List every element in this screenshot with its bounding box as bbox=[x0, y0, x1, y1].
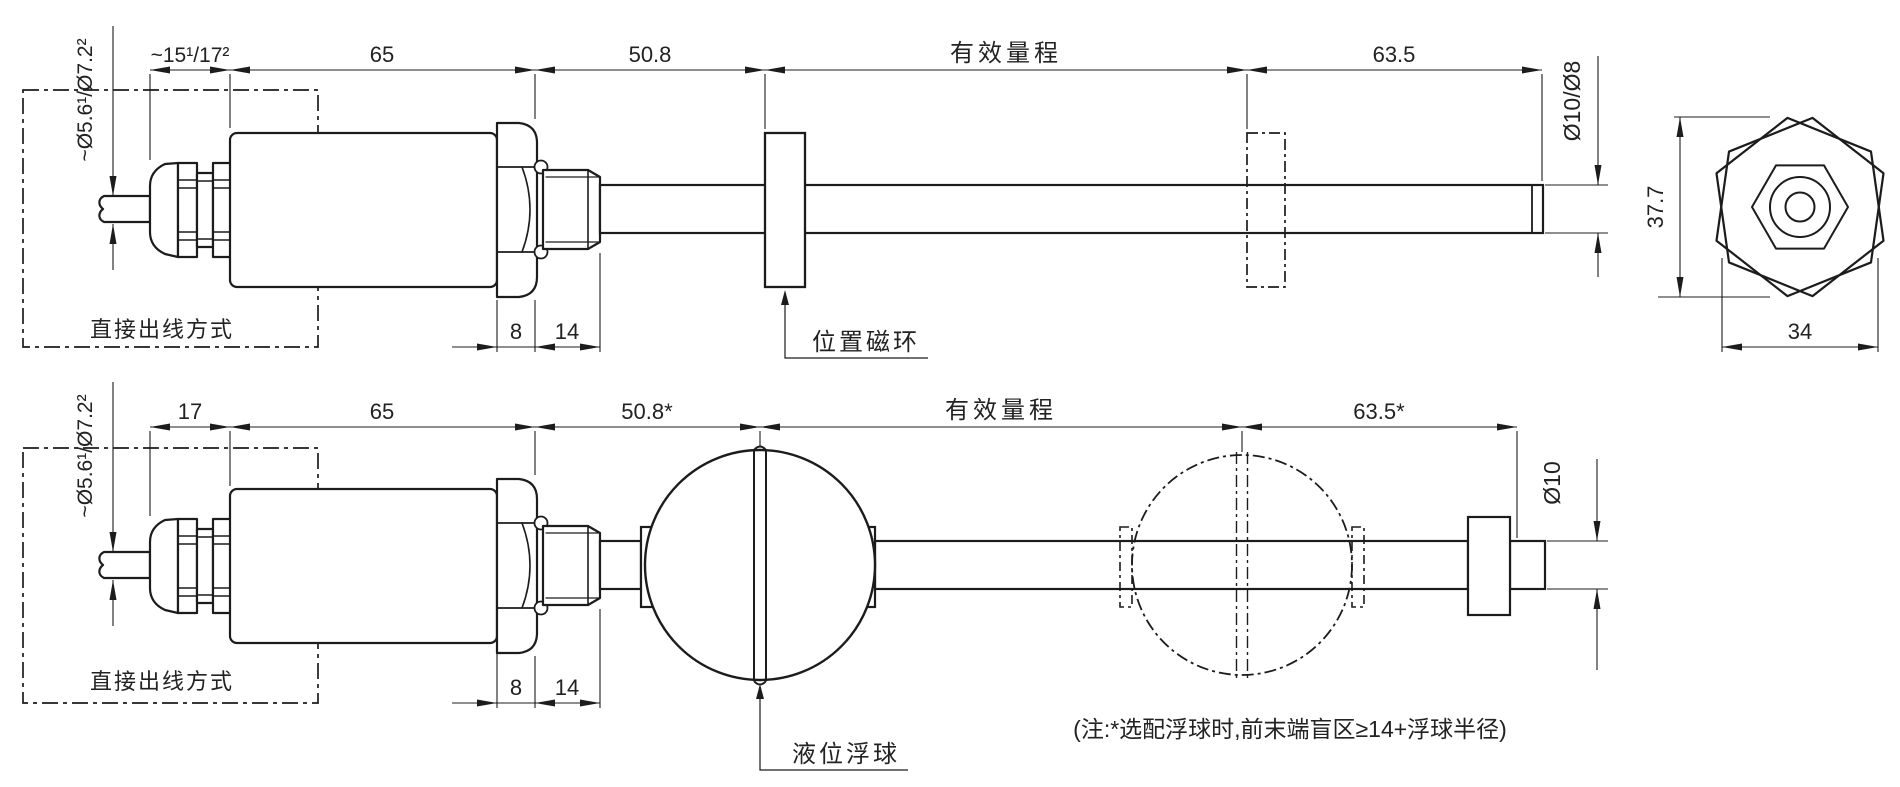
phantom-stop-right bbox=[1351, 526, 1365, 608]
hex-outline-2 bbox=[1715, 116, 1885, 298]
end-collar bbox=[1466, 515, 1512, 617]
position-magnet-ring bbox=[763, 131, 807, 289]
dim-front-blind-top: 50.8 bbox=[629, 42, 672, 67]
dim-cable-dia-top: ~Ø5.6¹/Ø7.2² bbox=[74, 38, 97, 161]
dim-thread-length-bottom: 14 bbox=[555, 675, 579, 700]
dim-effective-range-bottom: 有效量程 bbox=[945, 397, 1057, 424]
sensor-head-bottom bbox=[98, 477, 602, 655]
ring-label: 位置磁环 bbox=[812, 329, 920, 356]
dim-housing-length-bottom: 65 bbox=[370, 399, 394, 424]
dim-thread-length-top: 14 bbox=[555, 319, 579, 344]
dim-across-flats: 34 bbox=[1788, 319, 1812, 344]
dim-hex-thickness-bottom: 8 bbox=[510, 675, 522, 700]
dim-rod-dia-bottom: Ø10 bbox=[1539, 461, 1565, 504]
outlet-label-bottom: 直接出线方式 bbox=[90, 669, 234, 694]
bottom-view: 17 65 50.8* 有效量程 63.5* 8 14 ~Ø5.6¹/Ø7.2²… bbox=[22, 382, 1608, 771]
end-view: 37.7 34 bbox=[1643, 116, 1885, 352]
sensor-rod bbox=[598, 183, 1545, 235]
rod-segment-1 bbox=[598, 539, 643, 591]
float-label: 液位浮球 bbox=[792, 741, 900, 768]
dim-hex-thickness-top: 8 bbox=[510, 319, 522, 344]
thread-circle bbox=[1769, 176, 1831, 238]
dim-across-corners: 37.7 bbox=[1643, 186, 1668, 229]
outlet-label-top: 直接出线方式 bbox=[90, 317, 234, 342]
float-leader bbox=[756, 684, 908, 771]
dim-housing-length-top: 65 bbox=[370, 42, 394, 67]
rod-end-stub bbox=[1508, 539, 1547, 591]
rod-hole bbox=[1784, 191, 1816, 223]
position-magnet-ring-phantom bbox=[1246, 132, 1286, 288]
inner-hex bbox=[1751, 164, 1849, 250]
float-note: (注:*选配浮球时,前末端盲区≥14+浮球半径) bbox=[1073, 716, 1507, 742]
sensor-head-top bbox=[98, 121, 602, 299]
dim-gland-length-bottom: 17 bbox=[178, 399, 202, 424]
dim-end-blind-bottom: 63.5* bbox=[1353, 399, 1405, 424]
phantom-stop-left bbox=[1119, 526, 1133, 608]
rod-segment-2 bbox=[873, 539, 1470, 591]
dim-effective-range-top: 有效量程 bbox=[950, 40, 1062, 67]
float-ball bbox=[643, 448, 877, 682]
dim-rod-dia-top: Ø10/Ø8 bbox=[1559, 61, 1585, 142]
dim-front-blind-bottom: 50.8* bbox=[621, 399, 673, 424]
dim-gland-length-top: ~15¹/17² bbox=[151, 44, 230, 67]
ring-leader bbox=[781, 290, 928, 359]
dim-end-blind-top: 63.5 bbox=[1373, 42, 1416, 67]
top-view: ~15¹/17² 65 50.8 有效量程 63.5 8 14 ~Ø5.6¹/Ø… bbox=[22, 26, 1608, 359]
dim-cable-dia-bottom: ~Ø5.6¹/Ø7.2² bbox=[74, 394, 97, 517]
